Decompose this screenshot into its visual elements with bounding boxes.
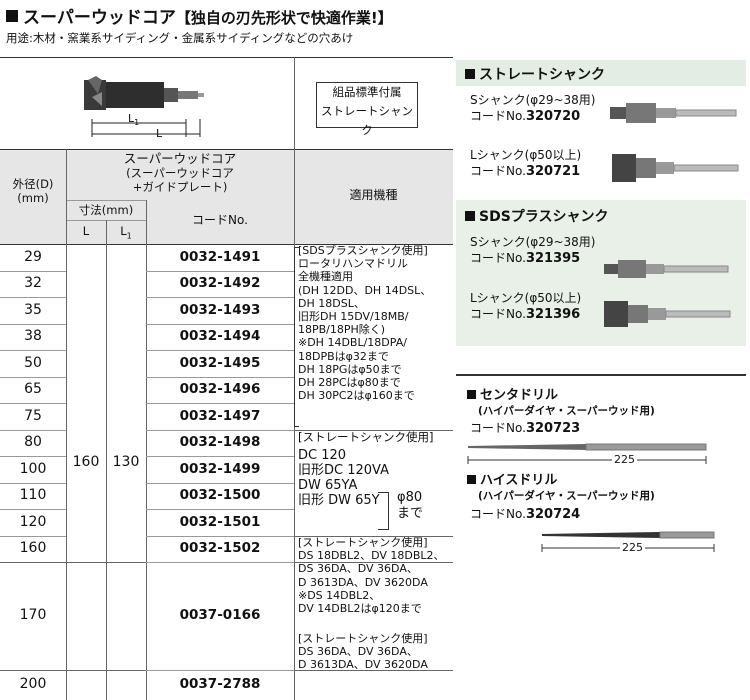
- note-sds-shank: [SDSプラスシャンク使用]ロータリハンマドリル全機種適用(DH 12DD、DH…: [298, 244, 432, 403]
- sds-shank-panel: [456, 200, 746, 346]
- row-code: 0032-1502: [179, 540, 261, 556]
- sds-shank-title: SDSプラスシャンク: [465, 206, 609, 226]
- high-speed-drill-sub: (ハイパーダイヤ・スーパーウッド用): [478, 490, 655, 502]
- row-diameter: 75: [24, 407, 42, 424]
- row-code: 0032-1500: [179, 487, 261, 503]
- row-code: 0037-0166: [179, 607, 261, 623]
- table-header-bg: [0, 149, 294, 244]
- col-diameter-header: 外径(D)(mm): [12, 177, 54, 205]
- straight-s-shank-image: [610, 103, 737, 123]
- straight-s-shank: Sシャンク(φ29~38用) コードNo.320720: [470, 93, 596, 124]
- row-code: 0032-1495: [179, 354, 261, 371]
- dim-l1-label: L1: [128, 112, 140, 128]
- machine-header-bg: [294, 149, 453, 244]
- center-drill-title: センタドリル: [467, 384, 558, 403]
- center-drill-length: 225: [612, 453, 637, 466]
- usage-text: 用途:木材・窯業系サイディング・金属系サイディングなどの穴あけ: [6, 31, 354, 45]
- drills-panel: [456, 374, 746, 561]
- row-code: 0037-2788: [179, 676, 261, 692]
- straight-l-shank: Lシャンク(φ50以上) コードNo.320721: [470, 148, 582, 179]
- product-figure: L1 L: [0, 57, 294, 149]
- row-diameter: 110: [19, 487, 47, 503]
- center-drill-sub: (ハイパーダイヤ・スーパーウッド用): [478, 405, 655, 417]
- sds-s-shank: Sシャンク(φ29~38用) コードNo.321395: [470, 235, 596, 266]
- row-diameter: 29: [24, 248, 42, 265]
- row-code: 0032-1494: [179, 328, 261, 344]
- high-speed-drill-image: [541, 531, 715, 552]
- square-bullet-icon: [6, 10, 18, 22]
- col-code-header: コードNo.: [192, 213, 248, 227]
- col-L1-header: L1: [120, 224, 132, 241]
- note-straight-3: [ストレートシャンク使用]DS 36DA、DV 36DA、D 3613DA、DV…: [298, 632, 428, 672]
- dim-l-label: L: [156, 127, 163, 140]
- col-product-header: スーパーウッドコア (スーパーウッドコア +ガイドプレート): [123, 151, 237, 195]
- row-diameter: 38: [24, 328, 42, 344]
- row-code: 0032-1498: [179, 434, 261, 450]
- sds-l-shank: Lシャンク(φ50以上) コードNo.321396: [470, 291, 582, 322]
- spec-table: L1 L 組品標準付属 ストレートシャンク 外径(D)(mm) スーパーウッドコ…: [0, 57, 453, 700]
- square-bullet-icon: [465, 211, 475, 221]
- center-drill-code: コードNo.320723: [470, 421, 581, 436]
- center-drill-image: [467, 443, 707, 464]
- row-diameter: 80: [24, 434, 42, 450]
- row-diameter: 100: [19, 460, 47, 477]
- high-speed-drill-title: ハイスドリル: [467, 469, 557, 488]
- row-code: 0032-1493: [179, 301, 261, 318]
- sds-s-shank-image: [604, 260, 729, 278]
- row-code: 0032-1497: [179, 407, 261, 424]
- straight-l-shank-image: [612, 154, 739, 182]
- row-code: 0032-1492: [179, 275, 261, 291]
- row-diameter: 35: [24, 301, 42, 318]
- row-code: 0032-1499: [179, 460, 261, 477]
- row-code: 0032-1501: [179, 513, 261, 530]
- square-bullet-icon: [465, 69, 475, 79]
- row-diameter: 65: [24, 381, 42, 397]
- row-code: 0032-1496: [179, 381, 261, 397]
- note-straight-1-limit: φ80 まで: [397, 490, 424, 521]
- high-speed-drill-length: 225: [620, 541, 645, 554]
- page-subtitle: 【独自の刃先形状で快適作業!】: [175, 9, 393, 27]
- col-L-header: L: [82, 224, 90, 238]
- col-machine-header: 適用機種: [349, 188, 398, 202]
- row-diameter: 50: [24, 354, 42, 371]
- std-accessory-box: 組品標準付属 ストレートシャンク: [316, 82, 418, 137]
- row-diameter: 120: [19, 513, 47, 530]
- row-diameter: 170: [19, 607, 47, 623]
- straight-shank-title: ストレートシャンク: [465, 64, 605, 84]
- note-straight-1: [ストレートシャンク使用]: [298, 430, 434, 444]
- high-speed-drill-code: コードNo.320724: [470, 507, 581, 522]
- L-value: 160: [72, 454, 100, 470]
- note-straight-2: [ストレートシャンク使用]DS 18DBL2、DV 18DBL2、DS 36DA…: [298, 536, 445, 616]
- row-diameter: 200: [19, 676, 47, 692]
- col-size-header: 寸法(mm): [78, 203, 134, 217]
- L1-value: 130: [112, 454, 140, 470]
- page-title: スーパーウッドコア【独自の刃先形状で快適作業!】: [6, 3, 393, 28]
- row-diameter: 32: [24, 275, 42, 291]
- row-diameter: 160: [19, 540, 47, 556]
- sds-l-shank-image: [604, 301, 731, 327]
- row-code: 0032-1491: [179, 248, 261, 265]
